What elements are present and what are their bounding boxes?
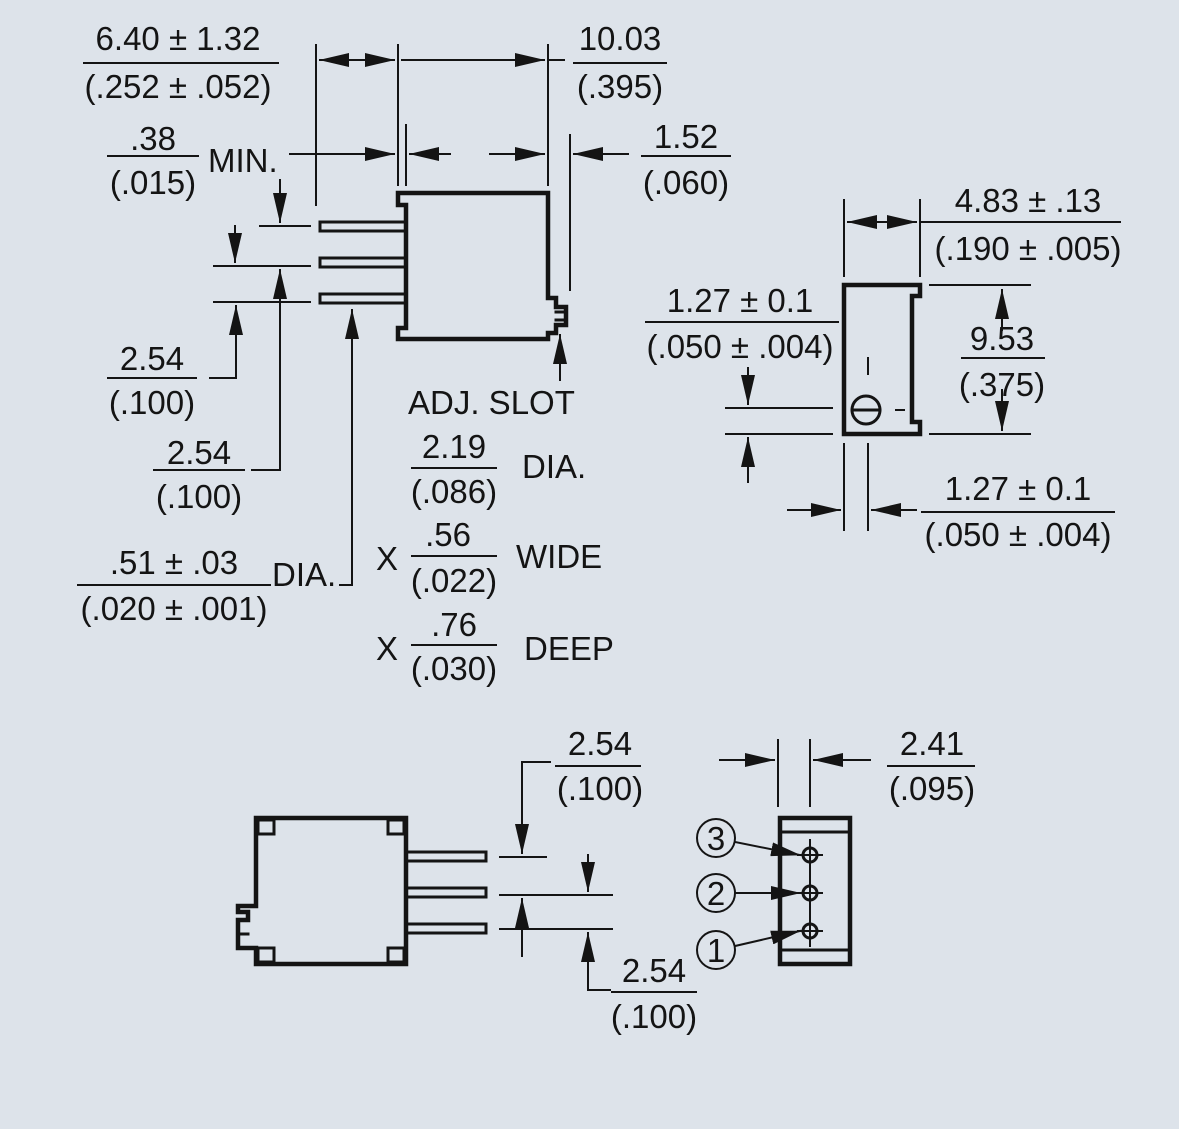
dim-4-83-in: (.190 ± .005): [935, 230, 1122, 267]
pin-1-label: 1: [707, 932, 725, 969]
slot-wide-in: (.022): [411, 562, 497, 599]
rear-view: 2.54 (.100) 2.54 (.100): [235, 725, 697, 1035]
front-view-body: [841, 282, 923, 437]
slot-x2: X: [376, 630, 398, 667]
side-view: 6.40 ± 1.32 (.252 ± .052) 10.03 (.395) .…: [77, 20, 731, 687]
dim-2-54-b-mm: 2.54: [167, 434, 231, 471]
dim-1-27-a-in: (.050 ± .004): [647, 328, 834, 365]
adj-slot-title: ADJ. SLOT: [408, 384, 575, 421]
dim-6-40-mm: 6.40 ± 1.32: [96, 20, 261, 57]
dim-1-52-mm: 1.52: [654, 118, 718, 155]
dim-6-40-in: (.252 ± .052): [85, 68, 272, 105]
dim-2-54-d-mm: 2.54: [622, 952, 686, 989]
dim-2-54-c-mm: 2.54: [568, 725, 632, 762]
dim-4-83-mm: 4.83 ± .13: [955, 182, 1102, 219]
dim-2-54-b-in: (.100): [156, 478, 242, 515]
slot-dia-note: DIA.: [522, 448, 586, 485]
front-view: 4.83 ± .13 (.190 ± .005) 1.27 ± 0.1 (.05…: [645, 182, 1122, 553]
dim-2-54-c-in: (.100): [557, 770, 643, 807]
rear-view-pins: [404, 850, 488, 935]
dim-051-in: (.020 ± .001): [81, 590, 268, 627]
slot-deep-mm: .76: [431, 606, 477, 643]
dim-051-mm: .51 ± .03: [110, 544, 238, 581]
dim-2-54-d-in: (.100): [611, 998, 697, 1035]
rear-view-body: [235, 815, 409, 967]
dim-2-41-in: (.095): [889, 770, 975, 807]
dim-1-27-a-mm: 1.27 ± 0.1: [667, 282, 814, 319]
slot-deep-in: (.030): [411, 650, 497, 687]
slot-dia-mm: 2.19: [422, 428, 486, 465]
dim-9-53-mm: 9.53: [970, 320, 1034, 357]
side-view-body: [395, 190, 569, 342]
pinout-view: 3 2 1 2.41 (.095): [696, 725, 975, 970]
dim-1-27-b-in: (.050 ± .004): [925, 516, 1112, 553]
dim-9-53-in: (.375): [959, 366, 1045, 403]
pinout-body: [777, 815, 853, 967]
dim-1-52-in: (.060): [643, 164, 729, 201]
dim-2-54-a-mm: 2.54: [120, 340, 184, 377]
dim-038-note: MIN.: [208, 142, 278, 179]
pin-3-callout-icon: [696, 818, 736, 858]
pin-1-callout-icon: [696, 930, 736, 970]
dim-10-03-mm: 10.03: [579, 20, 662, 57]
dim-2-54-a-in: (.100): [109, 384, 195, 421]
dim-051-note: DIA.: [272, 556, 336, 593]
slot-wide-note: WIDE: [516, 538, 602, 575]
pin-3-label: 3: [707, 820, 725, 857]
dim-10-03-in: (.395): [577, 68, 663, 105]
slot-wide-mm: .56: [425, 516, 471, 553]
dim-038-mm: .38: [130, 120, 176, 157]
dim-1-27-b-mm: 1.27 ± 0.1: [945, 470, 1092, 507]
slot-deep-note: DEEP: [524, 630, 614, 667]
dim-038-in: (.015): [110, 164, 196, 201]
slot-x1: X: [376, 540, 398, 577]
pin-2-label: 2: [707, 875, 725, 912]
slot-dia-in: (.086): [411, 473, 497, 510]
side-view-pins: [318, 220, 408, 305]
dim-2-41-mm: 2.41: [900, 725, 964, 762]
